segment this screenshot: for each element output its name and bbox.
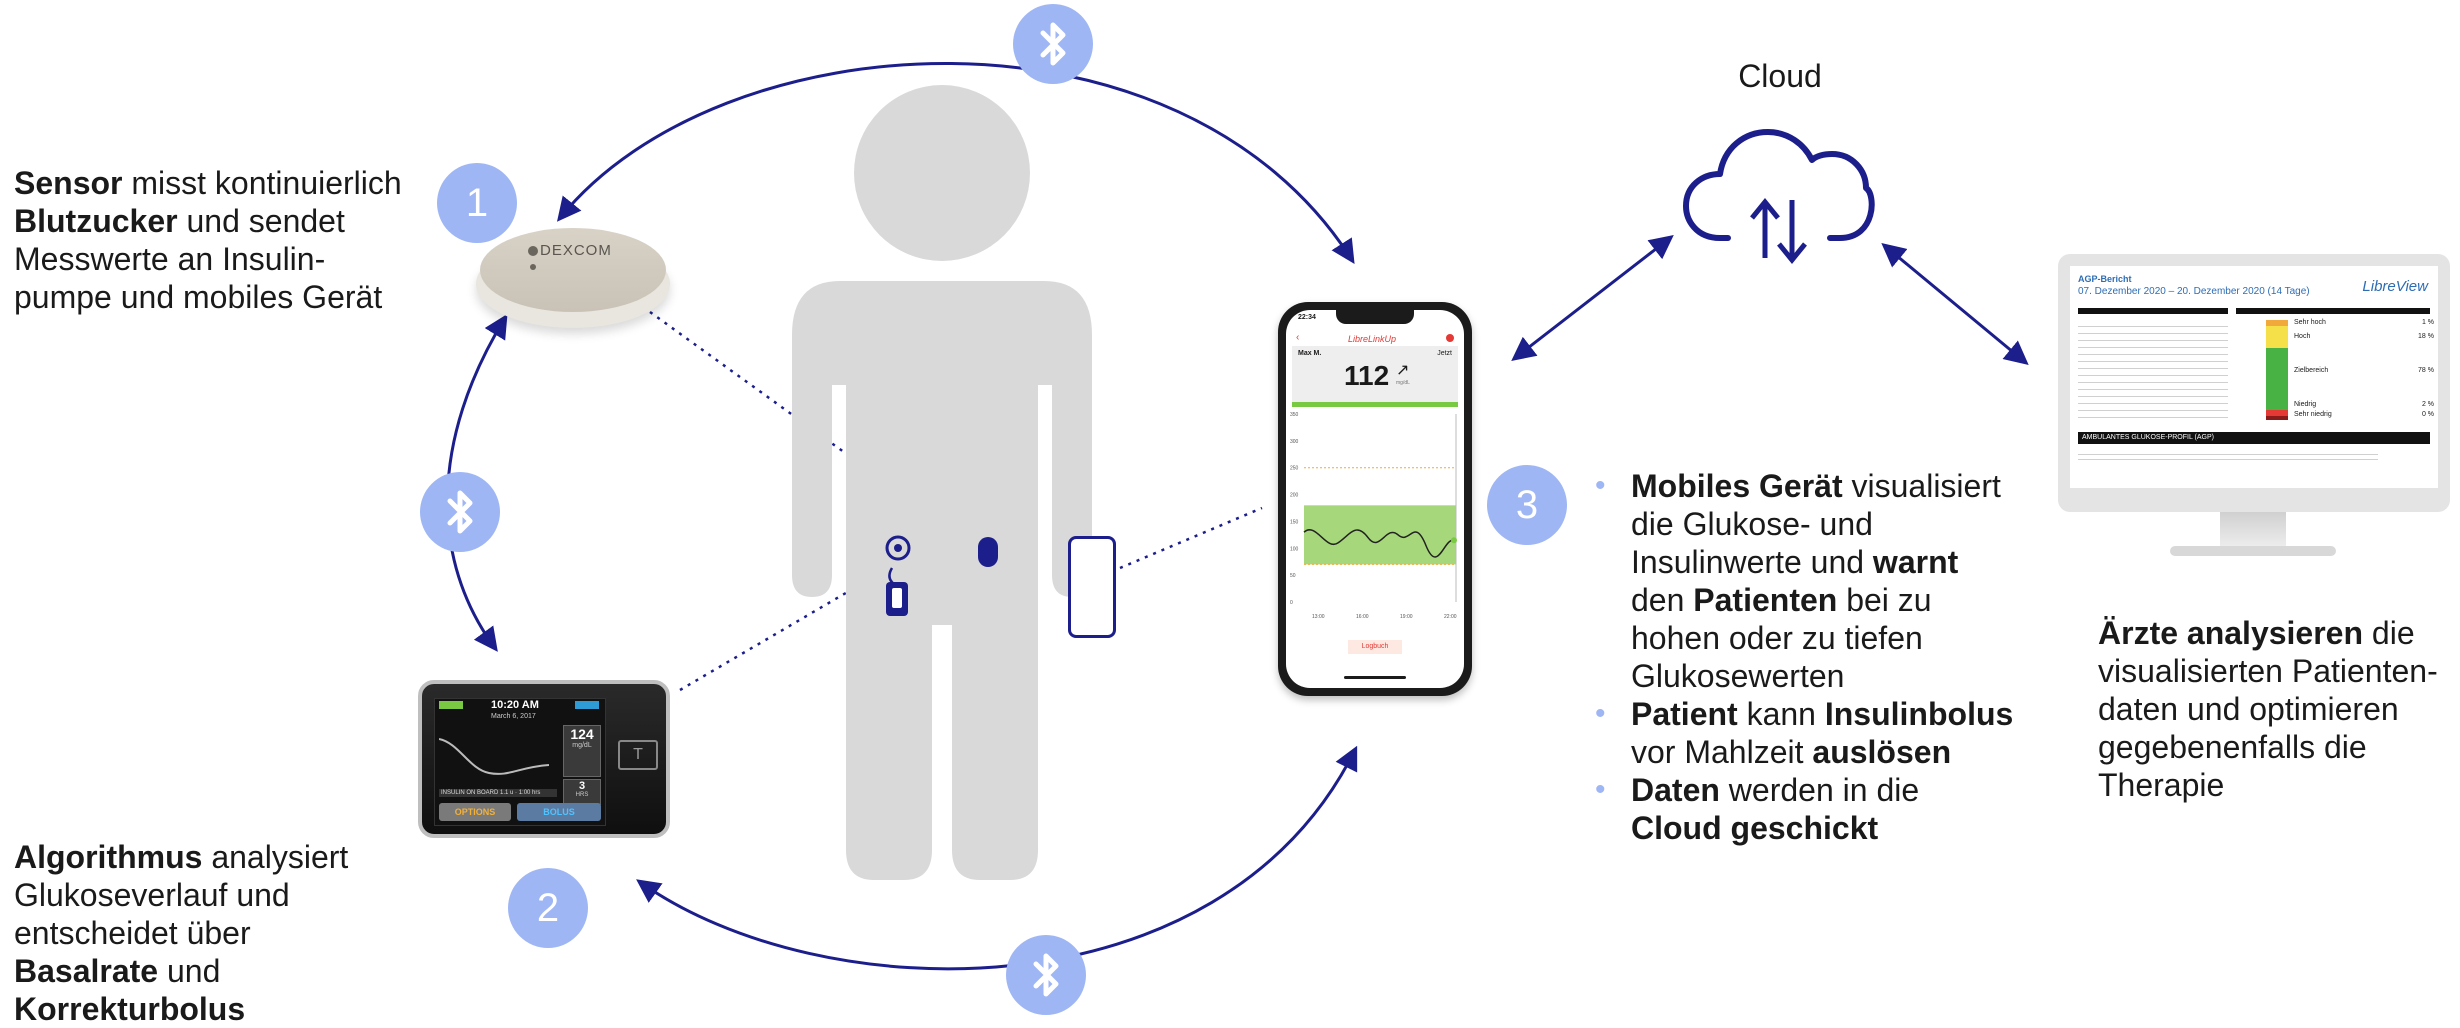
pump-bolus-button[interactable]: BOLUS bbox=[517, 803, 601, 821]
cloud-label: Cloud bbox=[1738, 58, 1822, 94]
y-tick-label: 50 bbox=[1290, 573, 1296, 579]
arc-sensor-to-phone bbox=[556, 62, 1355, 265]
computer-monitor: AGP-Bericht 07. Dezember 2020 – 20. Deze… bbox=[2058, 254, 2450, 512]
step-badge-3: 3 bbox=[1487, 465, 1567, 545]
phone-when-label: Jetzt bbox=[1437, 350, 1452, 357]
monitor-base bbox=[2170, 546, 2336, 556]
x-tick-label: 13:00 bbox=[1312, 614, 1325, 620]
y-tick-label: 100 bbox=[1290, 546, 1299, 552]
report-title: AGP-Bericht bbox=[2078, 274, 2132, 284]
pump-glucose-unit: mg/dL bbox=[572, 742, 592, 749]
y-tick-label: 0 bbox=[1290, 600, 1293, 606]
time-in-range-bar bbox=[2266, 320, 2288, 420]
phone-screen: 22:34 ‹ LibreLinkUp Max M. Jetzt 112 ↗ m… bbox=[1286, 310, 1464, 688]
y-tick-label: 150 bbox=[1290, 519, 1299, 525]
doctor-description: Ärzte analysieren die visualisierten Pat… bbox=[2098, 615, 2438, 803]
monitor-stand bbox=[2220, 512, 2286, 548]
report-date-range: 07. Dezember 2020 – 20. Dezember 2020 (1… bbox=[2078, 286, 2310, 297]
y-tick-label: 250 bbox=[1290, 466, 1299, 472]
y-tick-label: 200 bbox=[1290, 493, 1299, 499]
phone-glucose-unit: mg/dL bbox=[1396, 380, 1410, 386]
smartphone-device: 22:34 ‹ LibreLinkUp Max M. Jetzt 112 ↗ m… bbox=[1278, 302, 1472, 696]
phone-status-time: 22:34 bbox=[1298, 314, 1316, 321]
body-cgm-sensor bbox=[978, 537, 998, 567]
mobile-bullet-3: Daten werden in die Cloud geschickt bbox=[1595, 771, 2035, 847]
pump-side-unit: HRS bbox=[575, 792, 589, 798]
x-tick-label: 19:00 bbox=[1400, 614, 1413, 620]
y-tick-label: 350 bbox=[1290, 412, 1299, 418]
phone-glucose-card: Max M. Jetzt 112 ↗ mg/dL bbox=[1292, 346, 1458, 407]
logbook-button[interactable]: Logbuch bbox=[1348, 640, 1402, 654]
step-badge-2: 2 bbox=[508, 868, 588, 948]
step-badge-1: 1 bbox=[437, 163, 517, 243]
body-sensor-pump-site bbox=[885, 535, 911, 616]
pump-time: 10:20 AM bbox=[491, 699, 539, 711]
pump-status-bar: INSULIN ON BOARD 1.1 u · 1:00 hrs bbox=[439, 789, 557, 797]
mobile-description: Mobiles Gerät visualisiert die Glukose- … bbox=[1595, 467, 2035, 847]
phone-app-name: LibreLinkUp bbox=[1348, 334, 1397, 344]
pump-date: March 6, 2017 bbox=[491, 713, 536, 720]
phone-glucose-chart: 350 300 250 200 150 100 50 0 13:00 16:00 19:00 22:0… bbox=[1290, 412, 1457, 620]
back-chevron-icon[interactable]: ‹ bbox=[1296, 332, 1300, 343]
cgm-sensor-device: DEXCOM bbox=[470, 222, 676, 332]
bluetooth-icon bbox=[1006, 935, 1086, 1015]
sensor-brand-label: DEXCOM bbox=[540, 242, 612, 259]
algorithm-description: Algorithmus analysiert Glukoseverlauf un… bbox=[14, 839, 349, 1027]
x-tick-label: 22:00 bbox=[1444, 614, 1457, 620]
arrow-phone-cloud bbox=[1511, 235, 1674, 361]
arrow-cloud-monitor bbox=[1881, 242, 2029, 366]
target-range-band bbox=[1304, 505, 1456, 565]
phone-patient-name: Max M. bbox=[1298, 350, 1322, 357]
phone-glucose-value: 112 bbox=[1344, 360, 1390, 391]
current-value-dot bbox=[1451, 537, 1457, 544]
mobile-bullet-2: Patient kann Insulinbolus vor Mahlzeit a… bbox=[1595, 695, 2035, 771]
sensor-description: Sensor misst kontinuierlich Blutzucker u… bbox=[14, 165, 402, 315]
libreview-logo: LibreView bbox=[2362, 278, 2428, 295]
pump-trend-graph bbox=[439, 738, 549, 775]
close-icon[interactable] bbox=[1446, 334, 1454, 342]
leader-pump bbox=[679, 578, 869, 692]
human-figure bbox=[792, 85, 1092, 880]
trend-arrow-icon: ↗ bbox=[1396, 362, 1410, 379]
monitor-screen: AGP-Bericht 07. Dezember 2020 – 20. Deze… bbox=[2070, 266, 2438, 488]
agp-section-header: AMBULANTES GLUKOSE-PROFIL (AGP) bbox=[2078, 432, 2430, 444]
pump-options-button[interactable]: OPTIONS bbox=[439, 803, 511, 821]
pump-screen: 10:20 AM March 6, 2017 124 mg/dL 3 HRS I… bbox=[434, 698, 606, 826]
body-phone-outline bbox=[1068, 536, 1116, 638]
pump-side-value: 3 bbox=[578, 780, 586, 792]
insulin-pump-device: 10:20 AM March 6, 2017 124 mg/dL 3 HRS I… bbox=[418, 680, 670, 838]
mobile-bullet-1: Mobiles Gerät visualisiert die Glukose- … bbox=[1595, 467, 2035, 695]
cloud-sync-icon bbox=[1683, 129, 1875, 264]
pump-glucose-value: 124 bbox=[570, 726, 594, 742]
leader-phone bbox=[1119, 506, 1263, 570]
x-tick-label: 16:00 bbox=[1356, 614, 1369, 620]
glucose-trace bbox=[1303, 529, 1455, 558]
pump-side-button[interactable]: T bbox=[618, 740, 658, 770]
y-tick-label: 300 bbox=[1290, 439, 1299, 445]
bluetooth-icon bbox=[420, 472, 500, 552]
bluetooth-icon bbox=[1013, 4, 1093, 84]
